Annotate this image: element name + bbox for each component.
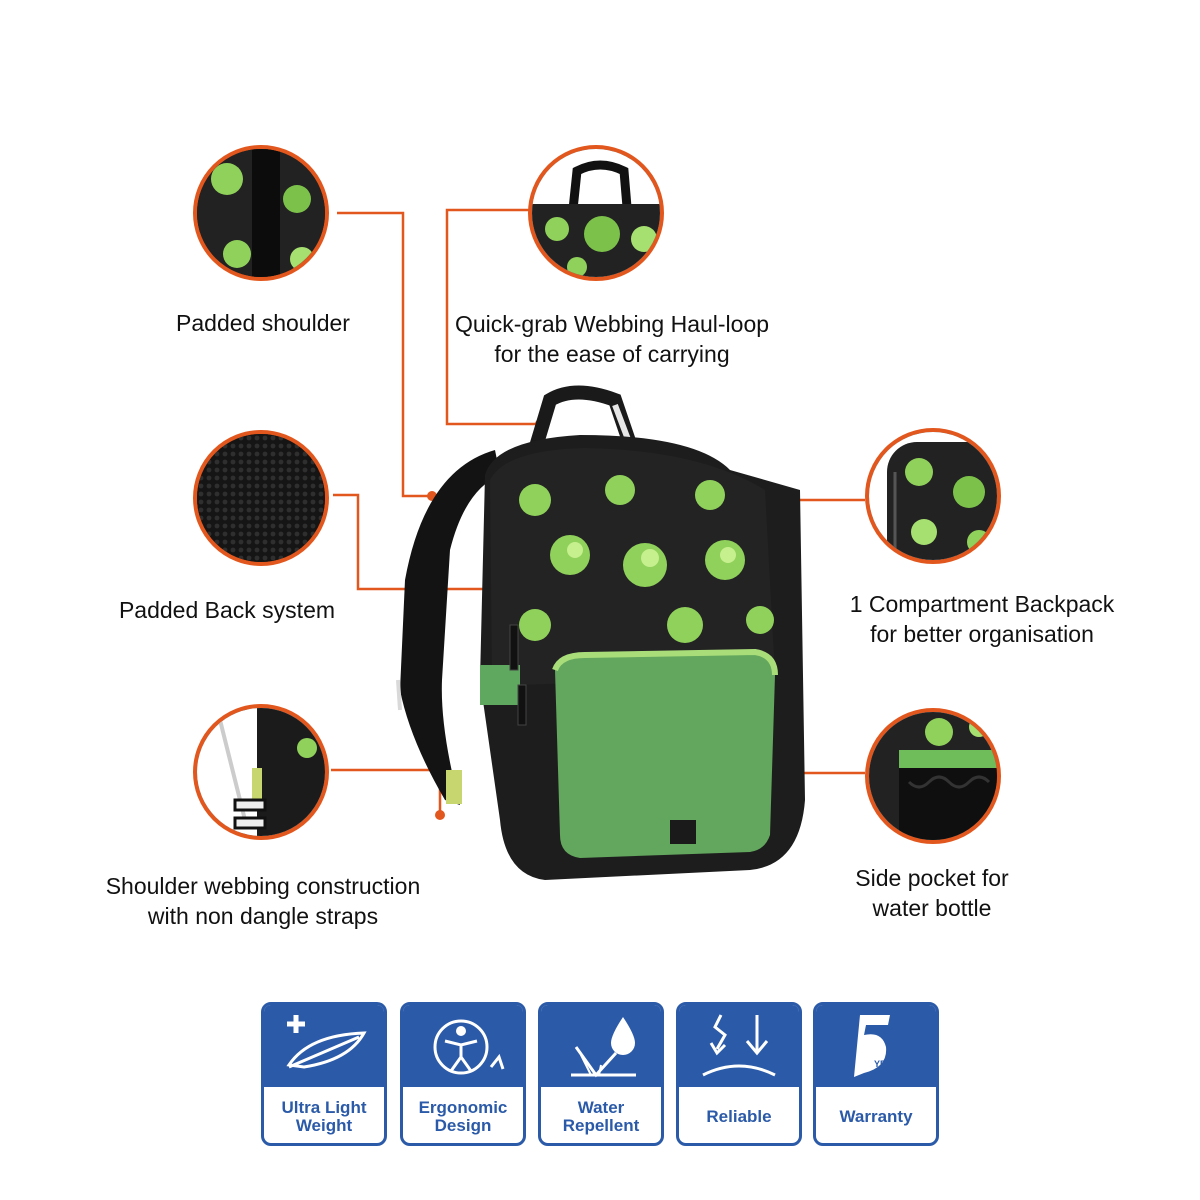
haul-loop-label: Quick-grab Webbing Haul-loop for the eas… [454,311,770,367]
reliable-arrows-icon [702,1014,776,1077]
badge-reliable: Reliable [676,1002,802,1146]
back-system-mesh-image [193,430,329,566]
back-system-label: Padded Back system [118,597,336,623]
webbing-detail-image [193,704,329,840]
side-pocket-label: Side pocket for water bottle [855,865,1009,921]
padded-shoulder-label: Padded shoulder [176,310,350,336]
padded-shoulder-detail-image [193,145,329,281]
ergonomic-person-icon [433,1019,505,1075]
water-drop-icon [571,1017,636,1078]
haul-loop-detail-image [528,145,664,281]
compartment-label: 1 Compartment Backpack for better organi… [849,591,1115,647]
backpack-image [396,385,805,880]
five-year-icon: YEAR [854,1015,900,1077]
badge-warranty: YEAR Warranty [813,1002,939,1146]
webbing-label: Shoulder webbing construction with non d… [105,873,421,929]
side-pocket-detail-image [865,708,1001,844]
svg-text:YEAR: YEAR [874,1059,900,1069]
compartment-detail-image [865,428,1001,564]
feather-plus-icon [286,1015,367,1069]
